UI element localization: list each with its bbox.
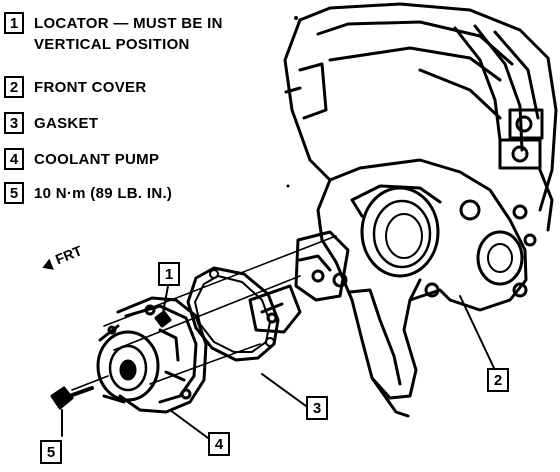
legend-number: 1: [4, 12, 24, 34]
legend-label: FRONT COVER: [34, 79, 147, 96]
callout-3: 3: [306, 396, 328, 420]
legend-number: 3: [4, 112, 24, 134]
legend-number: 2: [4, 76, 24, 98]
gasket-drawing: [186, 266, 280, 362]
legend-label: 10 N·m (89 LB. IN.): [34, 185, 173, 202]
legend-label: GASKET: [34, 115, 99, 132]
callout-1: 1: [158, 262, 180, 286]
legend-number: 4: [4, 148, 24, 170]
legend-number: 5: [4, 182, 24, 204]
front-cover-drawing: [248, 2, 558, 418]
bolt-drawing: [50, 386, 94, 410]
front-arrow-icon: [40, 258, 54, 274]
callout-2: 2: [487, 368, 509, 392]
front-direction-marker: FRT: [40, 242, 104, 282]
callout-5: 5: [40, 440, 62, 464]
legend-label: COOLANT PUMP: [34, 151, 160, 168]
leader-lines: [61, 285, 495, 439]
locator-drawing: [154, 310, 172, 328]
coolant-pump-drawing: [96, 296, 208, 414]
legend-label: LOCATOR — MUST BE IN VERTICAL POSITION: [34, 15, 223, 53]
callout-4: 4: [208, 432, 230, 456]
